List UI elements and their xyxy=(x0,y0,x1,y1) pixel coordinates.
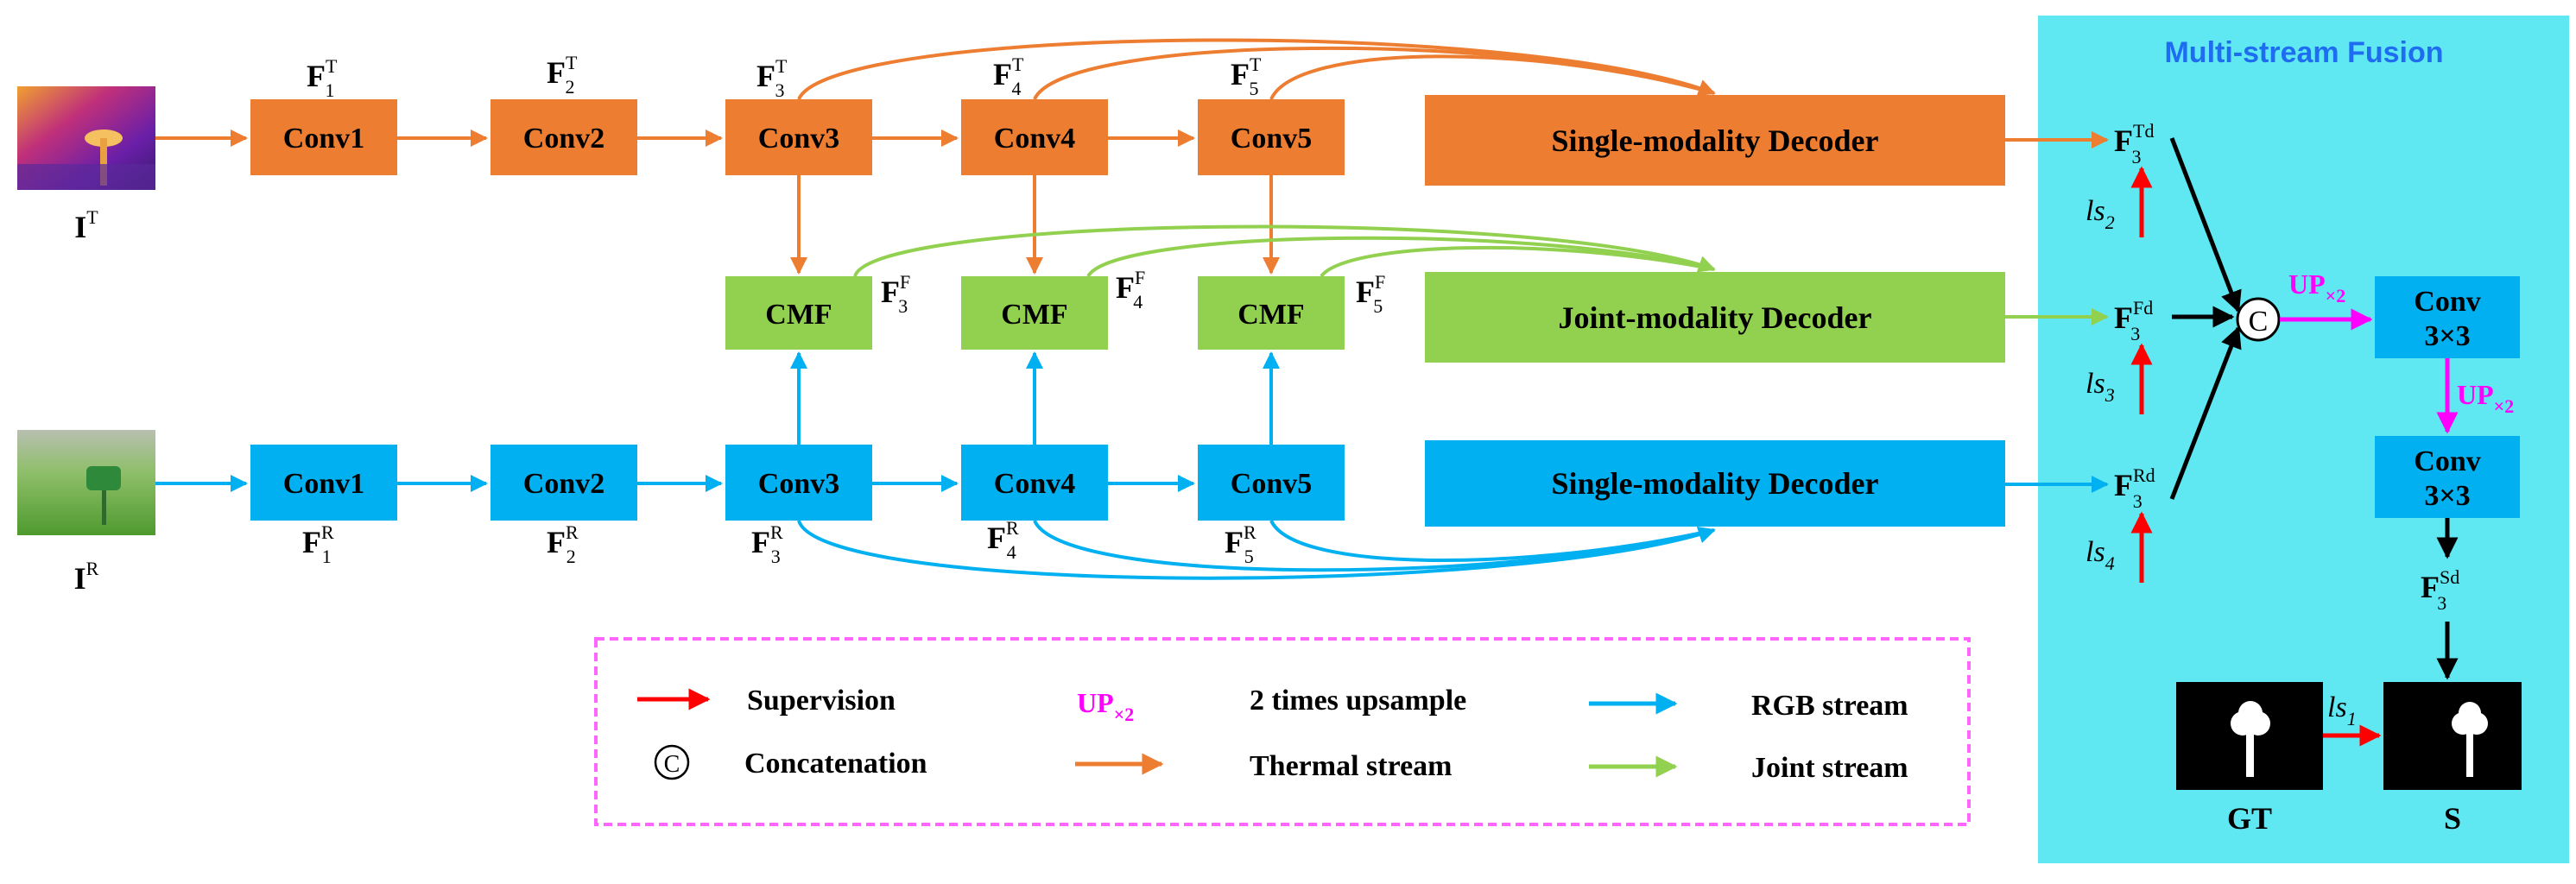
svg-text:Conv1: Conv1 xyxy=(283,123,364,155)
svg-text:Conv: Conv xyxy=(2414,445,2480,477)
svg-text:Conv5: Conv5 xyxy=(1231,468,1312,500)
svg-text:CMF: CMF xyxy=(765,299,832,331)
legend: Supervision C Concatenation UP×2 2 times… xyxy=(594,637,1971,826)
thermal-conv5 xyxy=(1198,99,1345,175)
cmf-4 xyxy=(961,276,1108,350)
svg-text:CMF: CMF xyxy=(1237,299,1304,331)
legend-supervision-label: Supervision xyxy=(747,685,896,717)
up2-label: UP×2 xyxy=(2457,379,2514,417)
cmf-5 xyxy=(1198,276,1345,350)
rgb-decoder xyxy=(1425,440,2005,527)
thermal-conv1 xyxy=(250,99,397,175)
legend-joint-label: Joint stream xyxy=(1751,752,1908,784)
rgb-conv1 xyxy=(250,445,397,521)
rgb-conv3 xyxy=(725,445,872,521)
legend-rgb-label: RGB stream xyxy=(1751,690,1908,722)
fusion-conv-b xyxy=(2375,436,2520,518)
thermal-input-label: IT xyxy=(74,206,98,244)
gt-image xyxy=(2176,682,2323,790)
fusion-title: Multi-stream Fusion xyxy=(2164,36,2443,69)
fusion-ls1-label: ls1 xyxy=(2327,691,2357,729)
rgb-image xyxy=(17,430,155,535)
thermal-image xyxy=(17,86,155,190)
legend-concatenation-label: Concatenation xyxy=(744,748,927,780)
rgb-conv4 xyxy=(961,445,1108,521)
rgb-conv5 xyxy=(1198,445,1345,521)
svg-text:CMF: CMF xyxy=(1001,299,1067,331)
up1-label: UP×2 xyxy=(2288,268,2345,306)
svg-text:C: C xyxy=(664,751,680,778)
svg-text:C: C xyxy=(2249,306,2269,338)
legend-concat-icon xyxy=(654,744,690,780)
fusion-ls3-label: ls3 xyxy=(2085,368,2115,406)
rgb-conv2 xyxy=(491,445,637,521)
svg-text:Single-modality Decoder: Single-modality Decoder xyxy=(1552,466,1879,501)
svg-text:Conv4: Conv4 xyxy=(994,468,1075,500)
thermal-decoder xyxy=(1425,95,2005,186)
svg-text:Single-modality Decoder: Single-modality Decoder xyxy=(1552,123,1879,158)
svg-text:3×3: 3×3 xyxy=(2424,320,2470,352)
thermal-conv3 xyxy=(725,99,872,175)
svg-text:Conv3: Conv3 xyxy=(758,123,839,155)
svg-text:Joint-modality Decoder: Joint-modality Decoder xyxy=(1559,300,1872,335)
legend-upsample-label: 2 times upsample xyxy=(1250,685,1466,717)
fusion-ls2-label: ls2 xyxy=(2085,195,2115,233)
svg-text:3×3: 3×3 xyxy=(2424,480,2470,512)
thermal-stream: Conv1 Conv2 Conv3 Conv4 Conv5 Single-mod… xyxy=(155,38,2005,275)
joint-decoder xyxy=(1425,272,2005,363)
rgb-stream: Conv1 Conv2 Conv3 Conv4 Conv5 Single-mod… xyxy=(155,351,2005,580)
cmf-3 xyxy=(725,276,872,350)
gt-label: GT xyxy=(2227,801,2272,836)
svg-text:Conv5: Conv5 xyxy=(1231,123,1312,155)
fusion-conv-a xyxy=(2375,276,2520,358)
thermal-conv2 xyxy=(491,99,637,175)
svg-text:Conv: Conv xyxy=(2414,286,2480,318)
s-label: S xyxy=(2444,801,2461,836)
svg-text:Conv4: Conv4 xyxy=(994,123,1075,155)
legend-thermal-label: Thermal stream xyxy=(1250,750,1452,782)
svg-text:Conv2: Conv2 xyxy=(523,468,604,500)
svg-text:Conv3: Conv3 xyxy=(758,468,839,500)
thermal-conv4 xyxy=(961,99,1108,175)
s-image xyxy=(2383,682,2522,790)
svg-text:Conv2: Conv2 xyxy=(523,123,604,155)
concat-symbol xyxy=(2236,297,2281,342)
legend-up-label: UP×2 xyxy=(1077,687,1134,725)
svg-text:Conv1: Conv1 xyxy=(283,468,364,500)
fusion-ls4-label: ls4 xyxy=(2085,536,2115,574)
rgb-input-label: IR xyxy=(74,558,99,596)
